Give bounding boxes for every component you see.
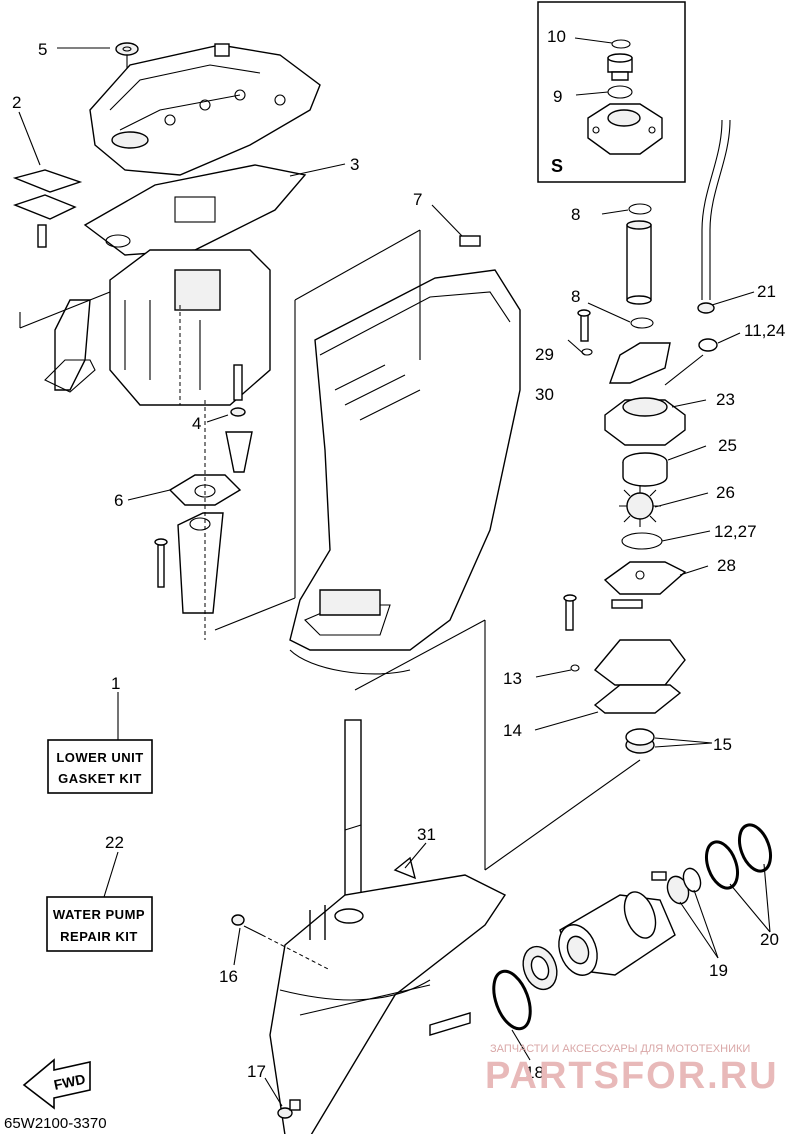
callout-19: 19 <box>709 961 728 980</box>
callout-2: 2 <box>12 93 21 112</box>
callout-30: 30 <box>535 385 554 404</box>
callout-8b: 8 <box>571 287 580 306</box>
callout-26: 26 <box>716 483 735 502</box>
callout-4: 4 <box>192 414 201 433</box>
callout-16: 16 <box>219 967 238 986</box>
callout-13: 13 <box>503 669 522 688</box>
water-pump-repair-kit-box: WATER PUMP REPAIR KIT <box>46 851 153 952</box>
callout-15: 15 <box>713 735 732 754</box>
callout-23: 23 <box>716 390 735 409</box>
drive-shaft <box>343 619 486 915</box>
callout-17: 17 <box>247 1062 266 1081</box>
callout-8a: 8 <box>571 205 580 224</box>
callout-28: 28 <box>717 556 736 575</box>
watermark: ЗАПЧАСТИ И АКСЕССУАРЫ ДЛЯ МОТОТЕХНИКИ PA… <box>485 1043 779 1097</box>
drive-shaft-housing <box>214 229 521 675</box>
exhaust-guide <box>12 42 321 640</box>
watermark-tagline: ЗАПЧАСТИ И АКСЕССУАРЫ ДЛЯ МОТОТЕХНИКИ <box>490 1043 750 1055</box>
svg-text:FWD: FWD <box>52 1071 87 1093</box>
fwd-arrow-icon: FWD <box>22 1058 91 1110</box>
svg-text:LOWER UNIT: LOWER UNIT <box>56 750 143 765</box>
watermark-brand: PARTSFOR.RU <box>485 1055 779 1097</box>
callout-7: 7 <box>413 190 422 209</box>
callout-31: 31 <box>417 825 436 844</box>
diagram-code: 65W2100-3370 <box>4 1115 107 1132</box>
callout-12-27: 12,27 <box>714 522 757 541</box>
callout-18: 18 <box>525 1063 544 1082</box>
inset-label: S <box>551 156 563 176</box>
callout-9: 9 <box>553 87 562 106</box>
callout-numbers: 5 2 3 4 6 7 8 8 9 10 11,24 12,27 13 14 1… <box>12 27 785 1082</box>
lower-unit-gasket-kit-box: LOWER UNIT GASKET KIT <box>47 692 153 794</box>
callout-29: 29 <box>535 345 554 364</box>
callout-14: 14 <box>503 721 522 740</box>
svg-text:GASKET KIT: GASKET KIT <box>58 771 142 786</box>
water-pump-stack <box>484 119 731 871</box>
callout-20: 20 <box>760 930 779 949</box>
service-inset: S <box>537 1 686 183</box>
callout-25: 25 <box>718 436 737 455</box>
callout-21: 21 <box>757 282 776 301</box>
callout-22: 22 <box>105 833 124 852</box>
callout-10: 10 <box>547 27 566 46</box>
callout-1: 1 <box>111 674 120 693</box>
callout-6: 6 <box>114 491 123 510</box>
propeller-shaft-housing <box>492 823 773 1031</box>
callout-3: 3 <box>350 155 359 174</box>
lower-case <box>231 856 507 1134</box>
callout-5: 5 <box>38 40 47 59</box>
callout-leaders <box>18 37 771 1107</box>
svg-text:REPAIR KIT: REPAIR KIT <box>60 929 138 944</box>
callout-11-24: 11,24 <box>744 321 785 340</box>
svg-text:WATER PUMP: WATER PUMP <box>53 907 145 922</box>
